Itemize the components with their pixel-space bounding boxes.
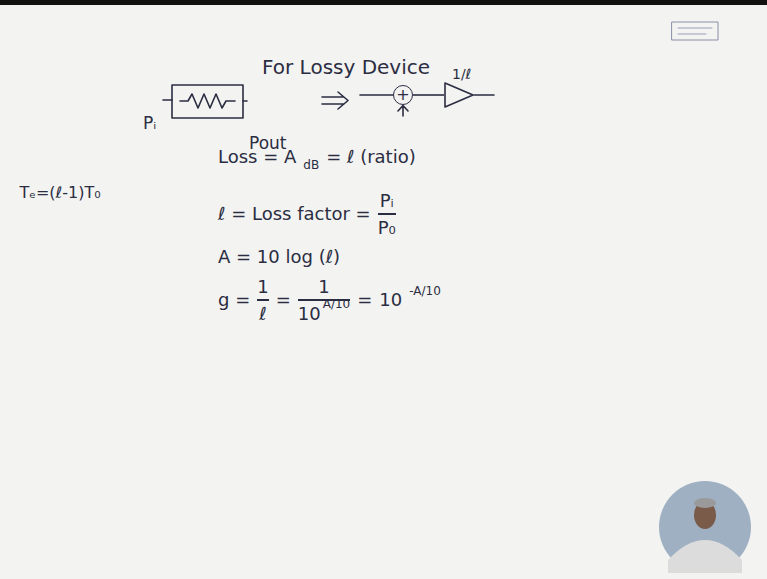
signal-connector bbox=[413, 94, 444, 96]
denominator: P₀ bbox=[378, 217, 396, 238]
formula-text: ℓ bbox=[259, 303, 266, 324]
summing-junction: + bbox=[393, 85, 413, 105]
input-power: Pᵢ bbox=[143, 113, 767, 133]
gain-label: 1/ℓ bbox=[444, 67, 471, 82]
fraction-bar bbox=[378, 213, 396, 215]
fraction-bar bbox=[257, 299, 268, 301]
formula-text: A/10 bbox=[323, 297, 351, 311]
formula-row: A = 10 log (ℓ) bbox=[218, 246, 340, 267]
amplifier-symbol bbox=[444, 82, 474, 108]
formula-text: A = 10 log (ℓ) bbox=[218, 246, 340, 267]
formula-row: g =1ℓ=110A/10=10-A/10 bbox=[218, 276, 441, 324]
stamp-marks bbox=[678, 28, 712, 34]
formula-text: = ℓ (ratio) bbox=[326, 146, 416, 167]
fraction: 1 10A/10 bbox=[298, 276, 350, 324]
denominator: ℓ bbox=[259, 303, 266, 324]
formula-text: g = bbox=[218, 289, 250, 310]
formula-text: Loss = A bbox=[218, 146, 296, 167]
formula-row: ℓ = Loss factor = PᵢP₀ bbox=[218, 190, 396, 238]
stamp-box bbox=[672, 22, 718, 40]
implies-arrow bbox=[322, 92, 348, 109]
sum-sign: + bbox=[396, 87, 409, 103]
input-lead bbox=[163, 99, 172, 101]
formula-text: 10 bbox=[298, 303, 321, 324]
noise-arrow bbox=[398, 106, 408, 117]
formula-text: = bbox=[357, 289, 372, 310]
resistor-symbol bbox=[180, 94, 235, 108]
formula-row: Loss = AdB= ℓ (ratio) bbox=[218, 146, 416, 167]
amplifier-block: 1/ℓ bbox=[444, 67, 474, 108]
slide-title: For Lossy Device bbox=[262, 55, 767, 79]
presenter-inset bbox=[659, 481, 751, 573]
formula-text: Pᵢ bbox=[380, 190, 394, 211]
top-bar bbox=[0, 0, 767, 5]
fraction: PᵢP₀ bbox=[378, 190, 396, 238]
formula-text: 1 bbox=[257, 276, 268, 297]
numerator: Pᵢ bbox=[380, 190, 394, 211]
signal-line bbox=[360, 94, 393, 96]
formula-text: ℓ = Loss factor = bbox=[218, 203, 371, 224]
numerator: 1 bbox=[318, 276, 329, 297]
resistor-box bbox=[172, 85, 243, 118]
fraction: 1ℓ bbox=[257, 276, 268, 324]
numerator: 1 bbox=[257, 276, 268, 297]
formula-text: 10 bbox=[379, 289, 402, 310]
denominator: 10A/10 bbox=[298, 303, 350, 324]
formula-text: P₀ bbox=[378, 217, 396, 238]
output-lead bbox=[243, 100, 247, 102]
formula-text: -A/10 bbox=[409, 284, 441, 298]
formula-text: dB bbox=[303, 158, 319, 172]
formula-text: 1 bbox=[318, 276, 329, 297]
signal-line bbox=[474, 94, 494, 96]
formula-text: = bbox=[276, 289, 291, 310]
